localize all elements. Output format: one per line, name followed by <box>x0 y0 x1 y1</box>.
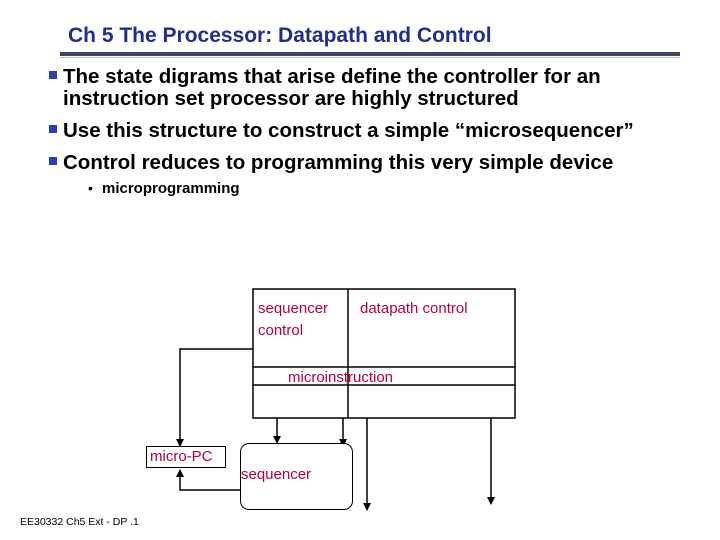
slide-footer: EE30332 Ch5 Ext - DP .1 <box>20 516 139 528</box>
square-bullet-icon <box>49 71 57 79</box>
microinstruction-label: microinstruction <box>288 369 394 386</box>
sub-bullet-text: microprogramming <box>102 180 240 197</box>
bullet-text: The state digrams that arise define the … <box>63 65 601 110</box>
sequencer-to-micropc-path <box>176 469 240 491</box>
micro-pc-label: micro-PC <box>150 448 213 465</box>
micro-pc-box <box>146 446 226 468</box>
bullet-text: Use this structure to construct a simple… <box>63 119 634 142</box>
round-bullet-icon: • <box>88 180 93 196</box>
square-bullet-icon <box>49 125 57 133</box>
sub-bullet-item: • microprogramming <box>46 180 686 197</box>
bullet-item: Use this structure to construct a simple… <box>46 120 686 142</box>
title-rule <box>60 52 680 56</box>
slide-title: Ch 5 The Processor: Datapath and Control <box>68 24 492 47</box>
bullet-item: The state digrams that arise define the … <box>46 66 686 110</box>
bullet-text: Control reduces to programming this very… <box>63 151 614 174</box>
title-rule-thin <box>60 57 680 58</box>
datapath-control-label: datapath control <box>360 300 468 317</box>
sequencer-control-label: sequencer control <box>258 300 329 339</box>
sequencer-feedback-path <box>176 348 253 447</box>
sequencer-label: sequencer <box>241 466 312 483</box>
sequencer-box <box>240 443 353 510</box>
microcode-memory-block <box>252 288 516 419</box>
bullet-item: Control reduces to programming this very… <box>46 152 686 174</box>
square-bullet-icon <box>49 157 57 165</box>
bullet-list: The state digrams that arise define the … <box>46 66 686 197</box>
